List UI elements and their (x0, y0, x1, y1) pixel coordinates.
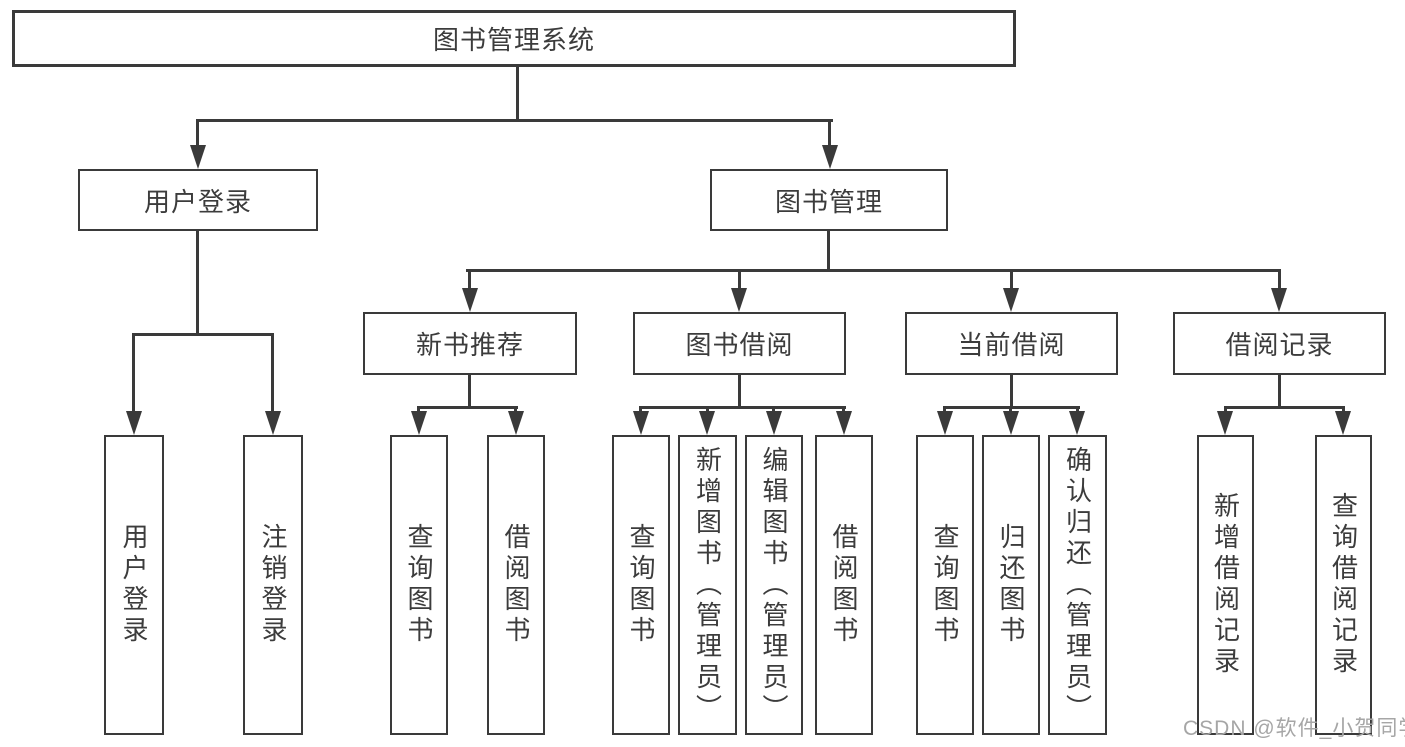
connector-line (1278, 375, 1281, 408)
arrowhead-down-icon (411, 411, 427, 435)
arrowhead-down-icon (126, 411, 142, 435)
leaf-current-return-books: 归还图书 (982, 435, 1040, 735)
arrowhead-down-icon (1003, 288, 1019, 312)
connector-line (417, 406, 518, 409)
node-label: 图书借阅 (685, 330, 794, 360)
connector-line (1010, 269, 1013, 290)
leaf-label: 新增借阅记录 (1210, 492, 1241, 678)
node-book-management: 图书管理 (710, 169, 948, 231)
leaf-records-query-record: 查询借阅记录 (1315, 435, 1372, 735)
arrowhead-down-icon (265, 411, 281, 435)
arrowhead-down-icon (633, 411, 649, 435)
leaf-label: 编辑图书（管理员） (759, 445, 789, 725)
connector-line (1224, 406, 1345, 409)
arrowhead-down-icon (937, 411, 953, 435)
leaf-newbooks-borrow-books: 借阅图书 (487, 435, 545, 735)
connector-line (738, 269, 741, 290)
connector-line (196, 231, 199, 333)
leaf-label: 借阅图书 (829, 523, 859, 647)
leaf-label: 查询图书 (626, 523, 656, 647)
leaf-borrowing-borrow-books: 借阅图书 (815, 435, 873, 735)
connector-line (943, 406, 946, 413)
leaf-user-login: 用户登录 (104, 435, 164, 735)
connector-line (639, 406, 642, 413)
leaf-borrowing-edit-books-admin: 编辑图书（管理员） (745, 435, 803, 735)
node-new-book-recommendation: 新书推荐 (363, 312, 577, 375)
node-label: 用户登录 (143, 186, 252, 217)
arrowhead-down-icon (1335, 411, 1351, 435)
connector-line (1342, 406, 1345, 413)
connector-line (1278, 269, 1281, 290)
leaf-newbooks-query-books: 查询图书 (390, 435, 448, 735)
node-label: 图书管理系统 (432, 25, 595, 55)
leaf-label: 归还图书 (996, 523, 1026, 647)
connector-line (514, 406, 517, 413)
leaf-label: 借阅图书 (501, 523, 531, 647)
connector-line (468, 375, 471, 408)
connector-line (468, 269, 471, 290)
leaf-current-confirm-return-admin: 确认归还（管理员） (1048, 435, 1107, 735)
leaf-borrowing-add-books-admin: 新增图书（管理员） (678, 435, 737, 735)
arrowhead-down-icon (462, 288, 478, 312)
leaf-logout: 注销登录 (243, 435, 303, 735)
node-current-borrowing: 当前借阅 (905, 312, 1118, 375)
connector-line (842, 406, 845, 413)
connector-line (827, 231, 830, 272)
connector-line (828, 122, 831, 147)
connector-line (1224, 406, 1227, 413)
node-library-management-system: 图书管理系统 (12, 10, 1016, 67)
connector-line (196, 119, 833, 122)
leaf-label: 查询图书 (930, 523, 960, 647)
leaf-current-query-books: 查询图书 (916, 435, 974, 735)
connector-line (706, 406, 709, 413)
connector-line (196, 122, 199, 147)
connector-line (417, 406, 420, 413)
connector-line (271, 333, 274, 411)
leaf-label: 用户登录 (119, 523, 149, 647)
connector-line (466, 269, 1281, 272)
leaf-label: 查询借阅记录 (1328, 492, 1359, 678)
leaf-records-add-record: 新增借阅记录 (1197, 435, 1254, 735)
arrowhead-down-icon (699, 411, 715, 435)
connector-line (132, 333, 274, 336)
leaf-label: 确认归还（管理员） (1062, 445, 1093, 725)
node-book-borrowing: 图书借阅 (633, 312, 846, 375)
arrowhead-down-icon (508, 411, 524, 435)
arrowhead-down-icon (190, 145, 206, 169)
connector-line (772, 406, 775, 413)
arrowhead-down-icon (1217, 411, 1233, 435)
connector-line (738, 375, 741, 408)
connector-line (639, 406, 846, 409)
arrowhead-down-icon (1271, 288, 1287, 312)
connector-line (1076, 406, 1079, 413)
leaf-label: 新增图书（管理员） (692, 445, 723, 725)
arrowhead-down-icon (1069, 411, 1085, 435)
connector-line (1010, 375, 1013, 408)
arrowhead-down-icon (822, 145, 838, 169)
node-label: 当前借阅 (957, 330, 1066, 360)
node-label: 图书管理 (774, 186, 883, 217)
arrowhead-down-icon (836, 411, 852, 435)
leaf-label: 注销登录 (258, 523, 288, 647)
arrowhead-down-icon (1003, 411, 1019, 435)
connector-line (516, 67, 519, 122)
connector-line (132, 333, 135, 411)
watermark: CSDN @软件_小贺同学 (1183, 717, 1405, 740)
leaf-borrowing-query-books: 查询图书 (612, 435, 670, 735)
leaf-label: 查询图书 (404, 523, 434, 647)
node-label: 借阅记录 (1225, 330, 1334, 360)
arrowhead-down-icon (766, 411, 782, 435)
connector-line (1009, 406, 1012, 413)
node-label: 新书推荐 (415, 330, 524, 360)
node-user-login: 用户登录 (78, 169, 318, 231)
node-borrowing-records: 借阅记录 (1173, 312, 1386, 375)
arrowhead-down-icon (731, 288, 747, 312)
